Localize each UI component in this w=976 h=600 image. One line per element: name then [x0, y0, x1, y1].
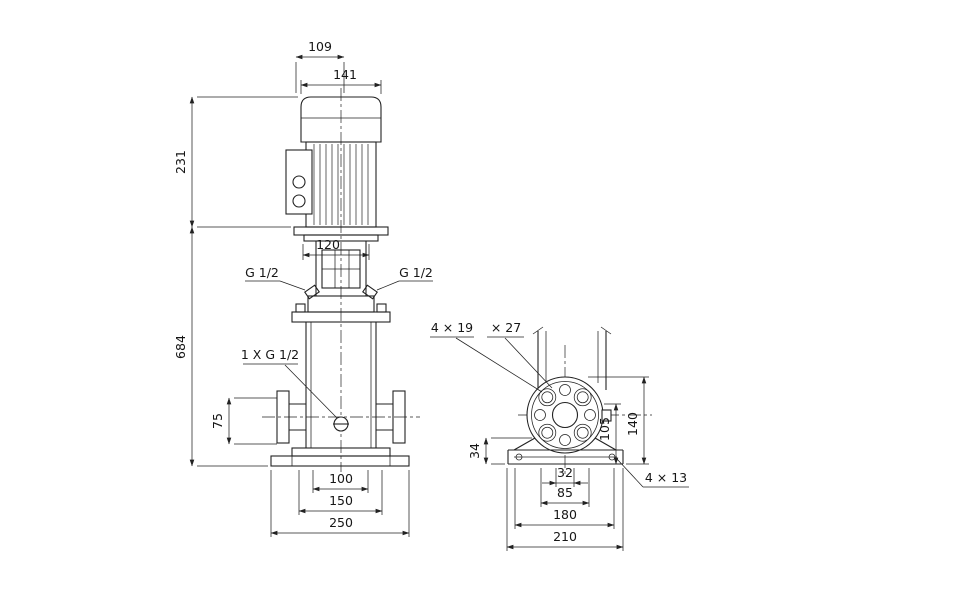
pump-head — [291, 284, 391, 323]
end-flange — [526, 376, 612, 454]
dim-210-label: 210 — [553, 529, 577, 544]
foot-flare — [594, 437, 617, 451]
bolt-hole — [559, 384, 571, 396]
flange-outer-circle — [526, 376, 604, 454]
bolt-hole — [576, 426, 589, 439]
dim-684: 684 — [173, 226, 268, 467]
side-base — [507, 437, 624, 465]
motor-flange-lower — [303, 234, 379, 242]
side-tab — [601, 409, 612, 422]
bolt-hole — [541, 426, 554, 439]
bolt-hole — [576, 391, 589, 404]
leader-line — [284, 364, 338, 419]
fan-cover — [300, 96, 382, 143]
dim-109-label: 109 — [308, 39, 332, 54]
side-view: 4 × 19 × 27 34 105 140 — [430, 320, 689, 551]
dim-210: 210 — [506, 468, 624, 551]
dim-109: 109 — [295, 39, 345, 93]
dim-75-label: 75 — [210, 413, 225, 429]
leader-line — [455, 337, 543, 393]
cable-entry — [292, 175, 306, 189]
tie-rod-nut — [376, 303, 387, 313]
drain-label: 1 X G 1/2 — [241, 347, 299, 362]
base-holes-callout: 4 × 13 — [616, 458, 689, 488]
break-tick — [532, 326, 544, 335]
bolt-hole — [584, 409, 596, 421]
flange-rim-circle — [531, 381, 599, 449]
dim-100-label: 100 — [329, 471, 353, 486]
base-holes-label: 4 × 13 — [645, 470, 687, 485]
flange-face — [276, 390, 290, 444]
drain-plug — [333, 416, 349, 432]
front-view: 109 141 231 684 120 — [173, 39, 433, 537]
motor — [285, 96, 389, 242]
dim-150-label: 150 — [329, 493, 353, 508]
dim-141: 141 — [300, 67, 382, 94]
dim-250: 250 — [270, 470, 410, 537]
counterbore-label: × 27 — [491, 320, 521, 335]
flange-holes-label: 4 × 19 — [431, 320, 473, 335]
discharge-flange — [376, 390, 406, 444]
dim-140-label: 140 — [625, 412, 640, 436]
port-left-label: G 1/2 — [245, 265, 279, 280]
cable-entry — [292, 194, 306, 208]
flange-face — [392, 390, 406, 444]
base-plate — [270, 455, 410, 467]
flange-holes-callout: 4 × 19 × 27 — [430, 320, 553, 393]
dim-250-label: 250 — [329, 515, 353, 530]
counterbore — [573, 388, 592, 407]
pump-base — [270, 447, 410, 467]
bolt-hole — [559, 434, 571, 446]
port-right-label: G 1/2 — [399, 265, 433, 280]
dim-180: 180 — [514, 468, 615, 529]
dim-684-label: 684 — [173, 335, 188, 359]
dim-34-label: 34 — [467, 443, 482, 459]
leader-line — [279, 280, 306, 291]
dim-32: 32 — [542, 465, 588, 487]
dim-34: 34 — [467, 437, 532, 465]
bolt-hole — [541, 391, 554, 404]
plug — [362, 284, 378, 300]
motor-fins — [313, 144, 369, 225]
dim-141-label: 141 — [333, 67, 357, 82]
leader-line — [616, 458, 644, 488]
dim-120: 120 — [302, 237, 370, 260]
dim-32-label: 32 — [557, 465, 573, 480]
port-callout-left: G 1/2 — [245, 265, 306, 291]
counterbore — [538, 423, 557, 442]
gauge-port-plug-right — [362, 284, 378, 300]
leader-line — [504, 337, 553, 389]
dim-120-label: 120 — [316, 237, 340, 252]
port-callout-right: G 1/2 — [376, 265, 433, 291]
dim-105: 105 — [597, 403, 621, 465]
dim-100: 100 — [312, 470, 369, 493]
flange-bore — [551, 401, 579, 429]
dim-231: 231 — [173, 96, 298, 228]
dim-150: 150 — [298, 470, 383, 515]
dim-75: 75 — [210, 397, 277, 445]
counterbore — [538, 388, 557, 407]
drain-callout: 1 X G 1/2 — [241, 347, 338, 419]
foot-flare — [513, 437, 536, 451]
dim-180-label: 180 — [553, 507, 577, 522]
suction-flange — [276, 390, 306, 444]
dim-140: 140 — [588, 376, 649, 465]
counterbore — [573, 423, 592, 442]
dim-231-label: 231 — [173, 150, 188, 174]
pump-column — [532, 326, 612, 390]
bolt-hole — [534, 409, 546, 421]
gauge-port-plug-left — [304, 284, 320, 300]
tie-rod-nut — [295, 303, 306, 313]
base-bolt-hole — [515, 453, 523, 461]
head-plate — [291, 311, 391, 323]
plug — [304, 284, 320, 300]
dim-105-label: 105 — [597, 417, 612, 441]
dim-85-label: 85 — [557, 485, 573, 500]
leader-line — [376, 280, 400, 291]
break-tick — [600, 326, 612, 335]
dim-85: 85 — [540, 468, 590, 507]
